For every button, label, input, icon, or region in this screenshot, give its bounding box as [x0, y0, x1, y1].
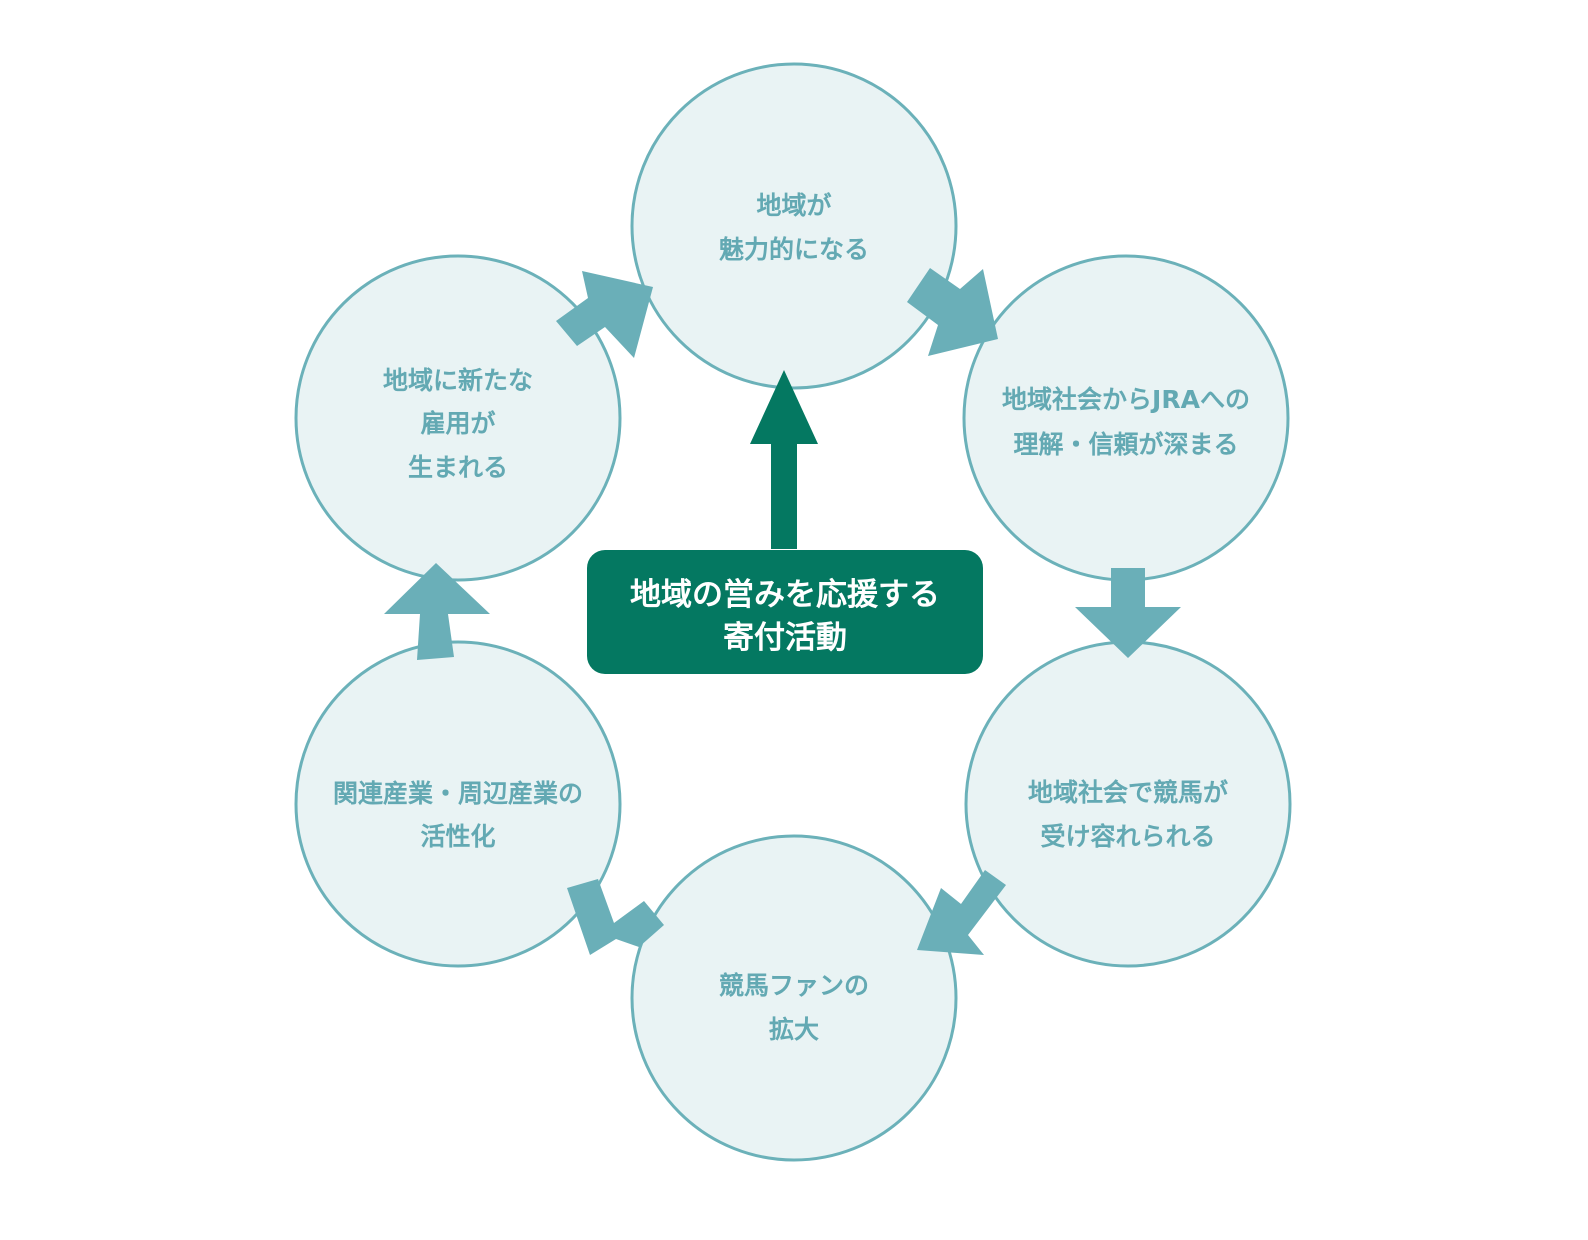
node-lower-right: 地域社会で競馬が 受け容れられる — [964, 640, 1292, 968]
node-upper-left-line-2: 雇用が — [420, 409, 495, 438]
node-upper-left-line-3: 生まれる — [408, 453, 508, 482]
svg-text:魅力的になる: 魅力的になる — [719, 235, 869, 264]
node-upper-right-circle — [962, 254, 1290, 582]
node-lower-left-circle — [294, 640, 622, 968]
svg-text:活性化: 活性化 — [420, 822, 495, 851]
center-box-background — [587, 550, 983, 674]
node-bottom-circle — [630, 834, 958, 1162]
node-upper-right-line-1: 地域社会からJRAへの — [1002, 385, 1250, 414]
node-lower-left-line-1: 関連産業・周辺産業の — [333, 779, 583, 808]
arrow-lower-left-to-upper-left-icon — [384, 563, 490, 660]
svg-text:地域の営みを応援する: 地域の営みを応援する — [630, 577, 940, 613]
arrow-upper-right-to-lower-right-icon — [1075, 568, 1181, 658]
node-lower-left: 関連産業・周辺産業の 活性化 — [294, 640, 622, 968]
svg-text:寄付活動: 寄付活動 — [723, 620, 847, 656]
center-title-line-2: 寄付活動 — [723, 620, 847, 656]
svg-text:拡大: 拡大 — [769, 1015, 819, 1044]
svg-text:地域に新たな: 地域に新たな — [383, 366, 533, 395]
svg-text:受け容れられる: 受け容れられる — [1040, 822, 1215, 851]
svg-text:地域社会からJRAへの: 地域社会からJRAへの — [1002, 385, 1250, 414]
center-donation-box: 地域の営みを応援する 寄付活動 — [587, 550, 983, 674]
arrow-bottom-to-lower-left-icon — [567, 879, 664, 955]
node-lower-right-line-1: 地域社会で競馬が — [1028, 778, 1228, 807]
node-top-line-1: 地域が — [756, 191, 831, 220]
node-top-circle — [630, 62, 958, 390]
node-top: 地域が 魅力的になる — [630, 62, 958, 390]
node-upper-left-circle — [294, 254, 622, 582]
svg-text:地域社会で競馬が: 地域社会で競馬が — [1028, 778, 1228, 807]
node-upper-right-line-2: 理解・信頼が深まる — [1013, 430, 1238, 459]
node-bottom-line-1: 競馬ファンの — [719, 971, 869, 1000]
svg-text:生まれる: 生まれる — [408, 453, 508, 482]
svg-text:関連産業・周辺産業の: 関連産業・周辺産業の — [333, 779, 583, 808]
node-lower-left-line-2: 活性化 — [420, 822, 495, 851]
node-top-line-2: 魅力的になる — [719, 235, 869, 264]
center-title-line-1: 地域の営みを応援する — [630, 577, 940, 613]
node-lower-right-line-2: 受け容れられる — [1040, 822, 1215, 851]
svg-text:競馬ファンの: 競馬ファンの — [719, 971, 869, 1000]
node-upper-right: 地域社会からJRAへの 理解・信頼が深まる — [962, 254, 1290, 582]
arrow-top-to-upper-right-icon — [907, 268, 998, 356]
svg-text:地域が: 地域が — [756, 191, 831, 220]
node-upper-left: 地域に新たな 雇用が 生まれる — [294, 254, 622, 582]
node-bottom: 競馬ファンの 拡大 — [630, 834, 958, 1162]
node-upper-left-line-1: 地域に新たな — [383, 366, 533, 395]
center-upward-arrow-icon — [750, 370, 818, 549]
node-bottom-line-2: 拡大 — [769, 1015, 819, 1044]
svg-text:雇用が: 雇用が — [420, 409, 495, 438]
arrow-upper-left-to-top-icon — [556, 271, 653, 358]
svg-text:理解・信頼が深まる: 理解・信頼が深まる — [1013, 430, 1238, 459]
arrow-lower-right-to-bottom-icon — [917, 870, 1006, 955]
